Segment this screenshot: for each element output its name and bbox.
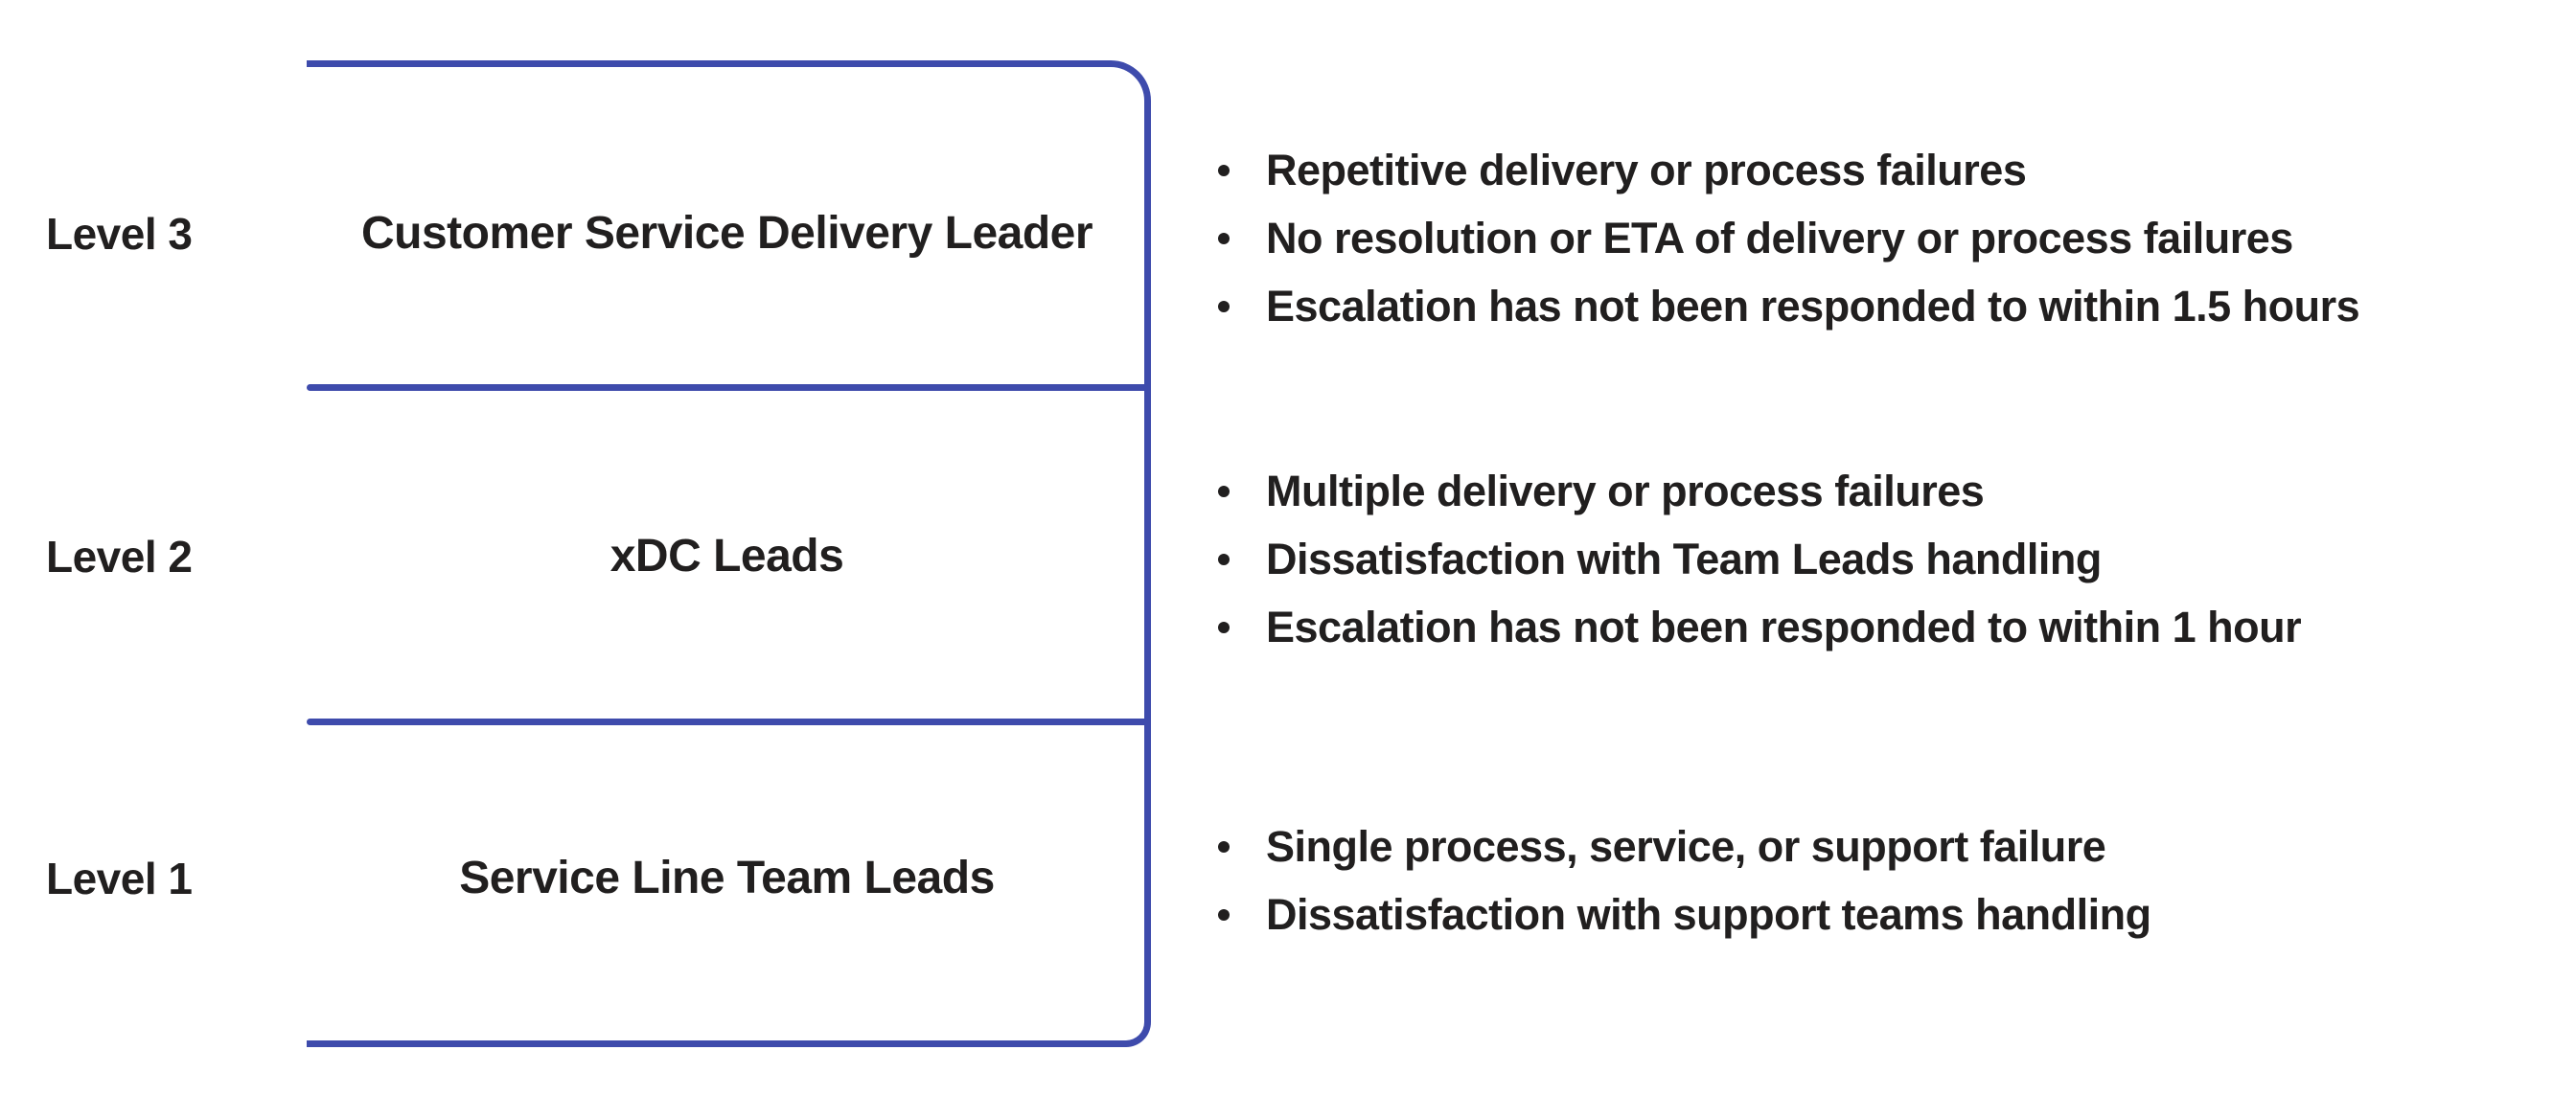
- criteria-text: Multiple delivery or process failures: [1266, 466, 1985, 515]
- level-3-title: Customer Service Delivery Leader: [360, 208, 1093, 259]
- list-item: Repetitive delivery or process failures: [1204, 136, 2359, 204]
- criteria-text: Dissatisfaction with support teams handl…: [1266, 889, 2151, 939]
- bullet-dot-icon: [1218, 300, 1230, 312]
- list-item: Multiple delivery or process failures: [1204, 457, 2301, 525]
- bullet-dot-icon: [1218, 553, 1230, 565]
- bullet-dot-icon: [1218, 164, 1230, 176]
- level-1-title: Service Line Team Leads: [459, 853, 995, 903]
- level-2-criteria-list: Multiple delivery or process failures Di…: [1204, 457, 2302, 661]
- level-1-label: Level 1: [46, 854, 193, 903]
- divider-level2-level1: [307, 719, 1148, 725]
- criteria-text: Dissatisfaction with Team Leads handling: [1266, 534, 2102, 583]
- criteria-text: Single process, service, or support fail…: [1266, 821, 2106, 871]
- level-2-label: Level 2: [46, 532, 193, 582]
- list-item: No resolution or ETA of delivery or proc…: [1204, 204, 2359, 272]
- criteria-text: No resolution or ETA of delivery or proc…: [1266, 213, 2293, 263]
- list-item: Escalation has not been responded to wit…: [1204, 272, 2360, 340]
- bullet-dot-icon: [1218, 485, 1230, 497]
- level-3-criteria-list: Repetitive delivery or process failures …: [1204, 136, 2360, 340]
- level-1-criteria-list: Single process, service, or support fail…: [1204, 812, 2151, 948]
- list-item: Escalation has not been responded to wit…: [1204, 593, 2302, 661]
- level-2-title: xDC Leads: [610, 531, 844, 582]
- bullet-dot-icon: [1218, 232, 1230, 244]
- criteria-text: Repetitive delivery or process failures: [1266, 145, 2027, 194]
- level-3-label: Level 3: [46, 209, 193, 259]
- criteria-text: Escalation has not been responded to wit…: [1266, 281, 2360, 331]
- list-item: Dissatisfaction with support teams handl…: [1204, 880, 2151, 948]
- criteria-text: Escalation has not been responded to wit…: [1266, 602, 2302, 651]
- escalation-levels-bracket: [307, 60, 1151, 1047]
- bullet-dot-icon: [1218, 908, 1230, 921]
- bullet-dot-icon: [1218, 840, 1230, 853]
- list-item: Single process, service, or support fail…: [1204, 812, 2151, 880]
- list-item: Dissatisfaction with Team Leads handling: [1204, 525, 2301, 593]
- divider-level3-level2: [307, 384, 1148, 391]
- bullet-dot-icon: [1218, 621, 1230, 633]
